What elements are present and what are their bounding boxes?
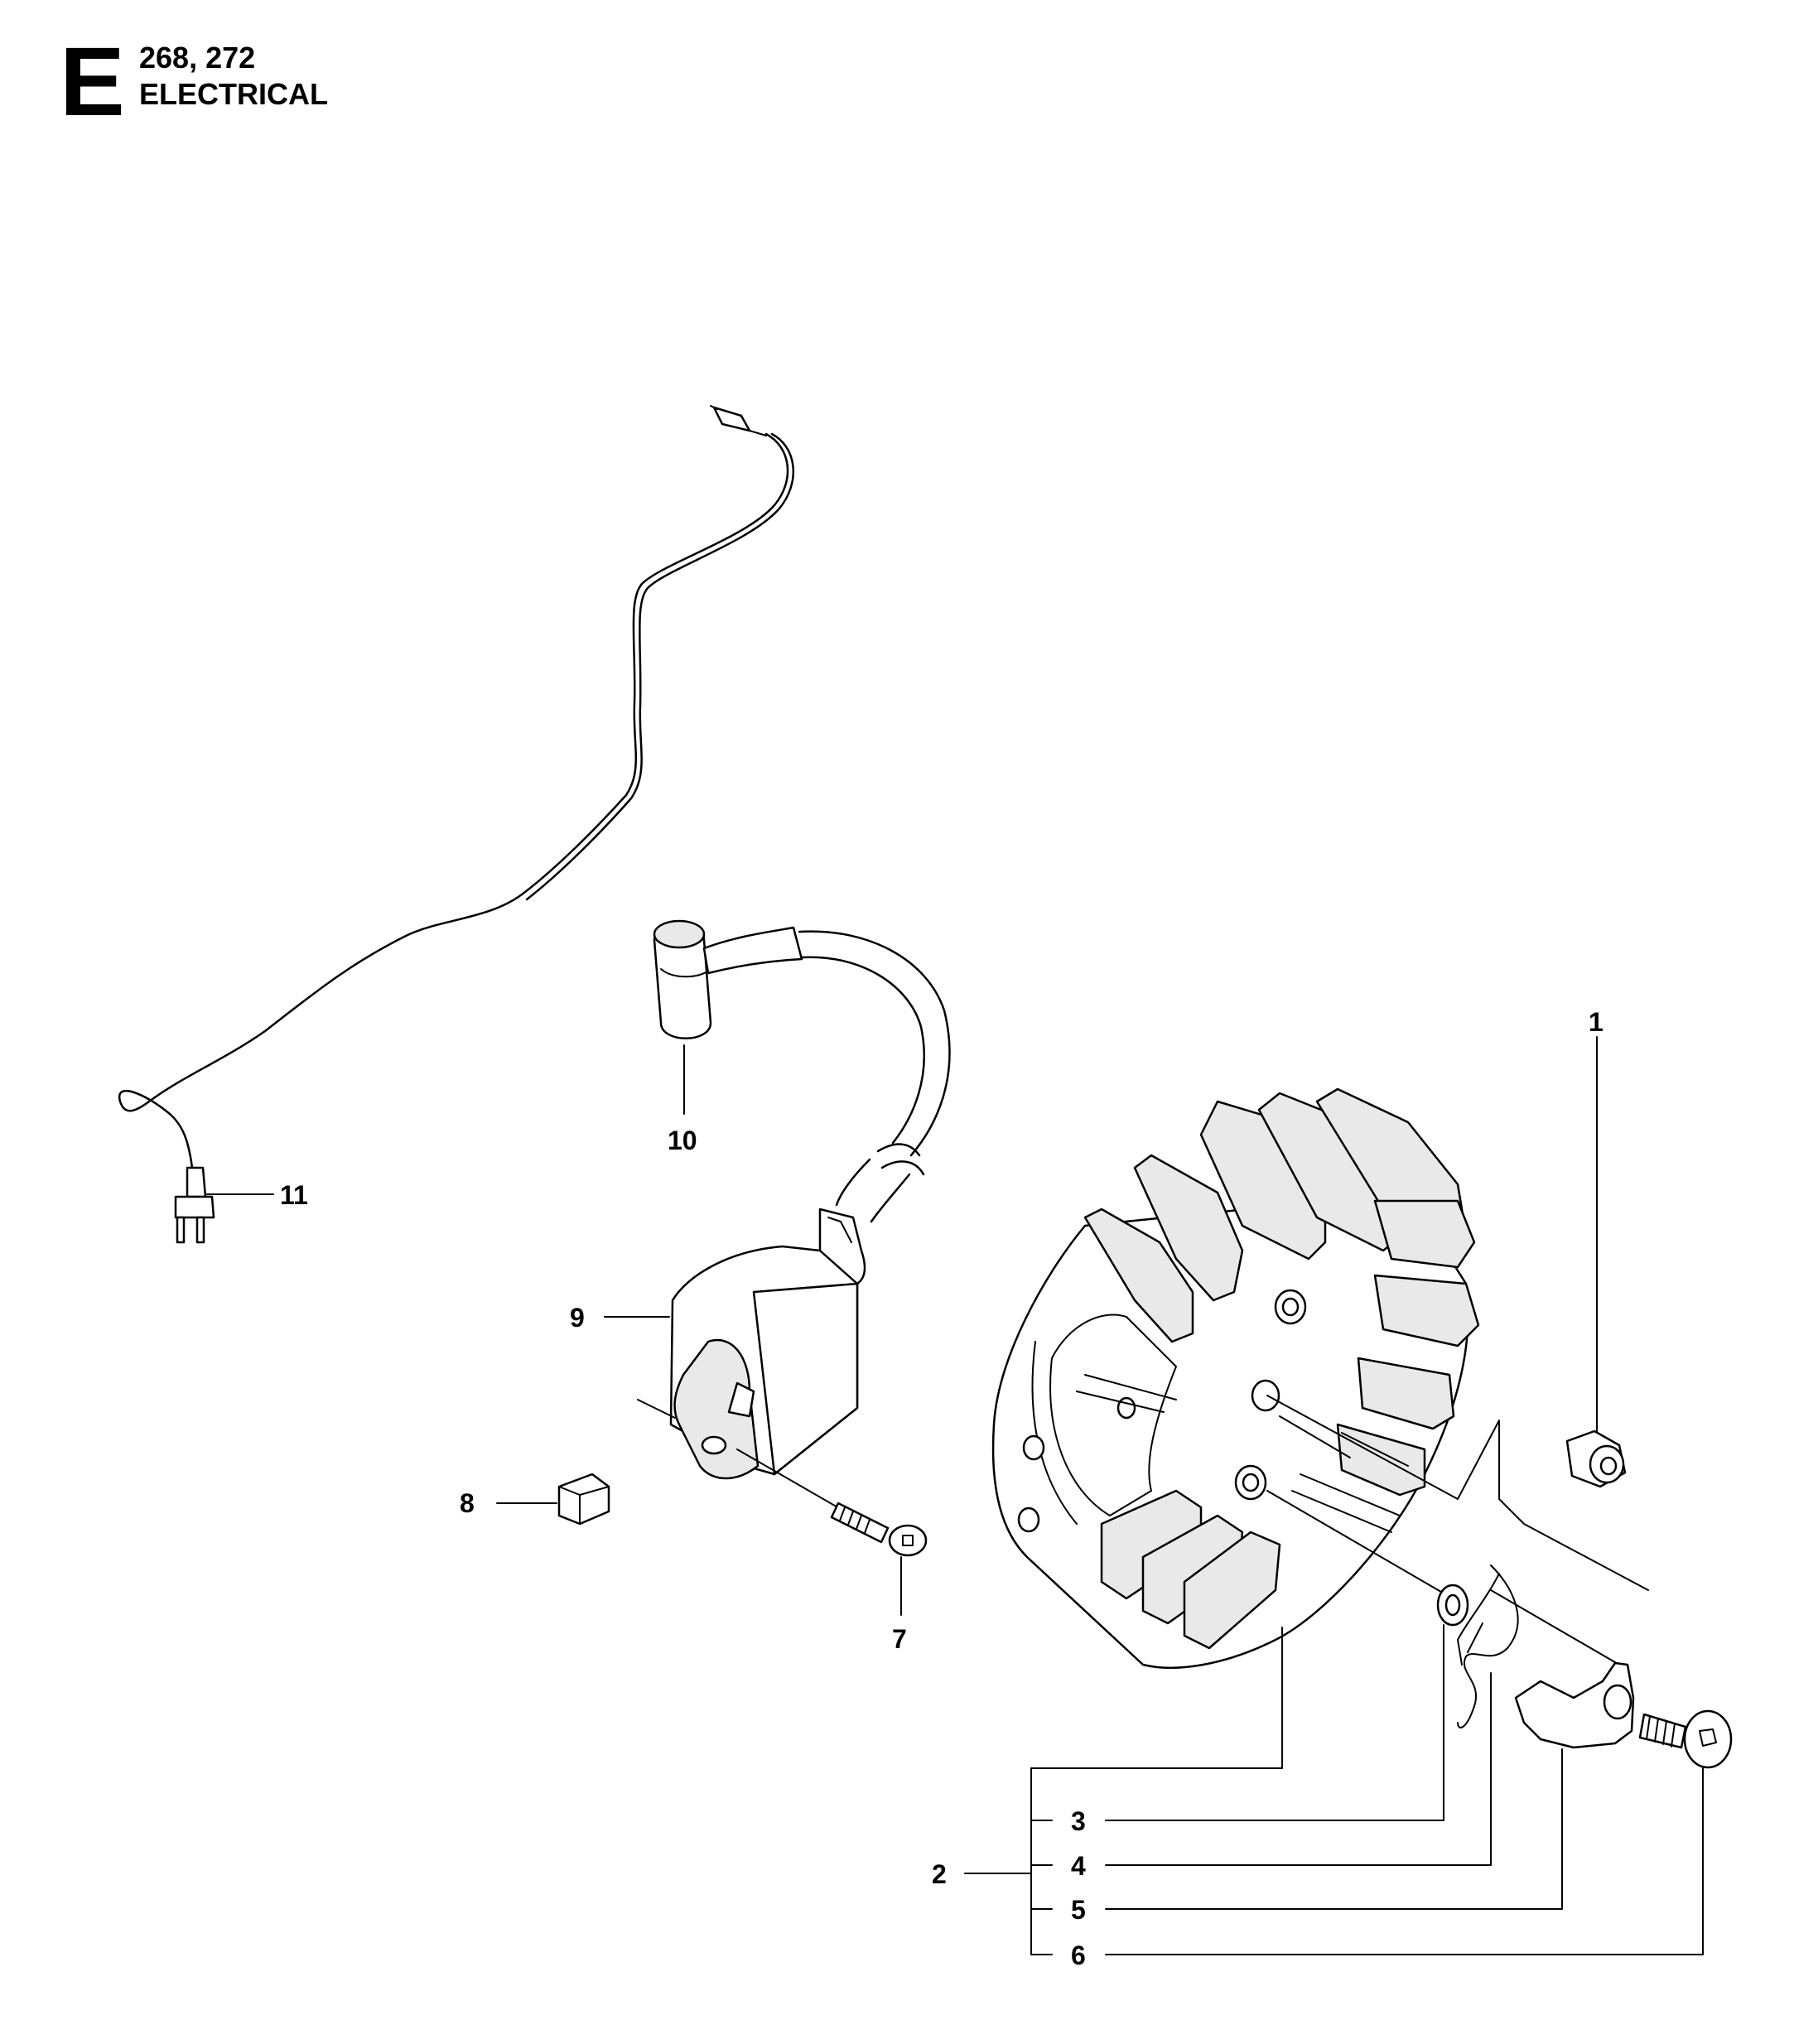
callout-11: 11 bbox=[280, 1180, 308, 1210]
part-10-spark-plug-cap[interactable] bbox=[653, 919, 951, 1223]
section-letter: E bbox=[60, 27, 125, 137]
part-6-bolt[interactable] bbox=[1105, 1709, 1733, 1955]
part-8-block[interactable] bbox=[496, 1473, 610, 1526]
callout-5: 5 bbox=[1071, 1895, 1086, 1925]
callout-3: 3 bbox=[1071, 1806, 1086, 1836]
callout-2: 2 bbox=[932, 1859, 947, 1889]
part-5-pawl[interactable] bbox=[1105, 1589, 1635, 1910]
callout-4: 4 bbox=[1071, 1851, 1086, 1881]
callout-8: 8 bbox=[460, 1488, 475, 1518]
part-7-screw[interactable] bbox=[736, 1449, 928, 1616]
part-9-ignition-module[interactable] bbox=[604, 1208, 866, 1480]
assembly-axis-line bbox=[1266, 1395, 1649, 1591]
part-11-short-circuit-cable[interactable] bbox=[118, 405, 795, 1244]
section-title: ELECTRICAL bbox=[139, 77, 328, 111]
callout-1: 1 bbox=[1589, 1007, 1604, 1037]
callout-10: 10 bbox=[668, 1126, 697, 1155]
model-numbers: 268, 272 bbox=[139, 41, 256, 75]
callout-9: 9 bbox=[570, 1303, 585, 1333]
part-1-nut[interactable] bbox=[1565, 1036, 1627, 1488]
callout-bracket bbox=[964, 1767, 1053, 1955]
part-4-spring[interactable] bbox=[1105, 1564, 1519, 1866]
part-3-washer[interactable] bbox=[1105, 1490, 1469, 1821]
callout-7: 7 bbox=[892, 1624, 907, 1654]
part-2-flywheel[interactable] bbox=[991, 1087, 1480, 1769]
callout-6: 6 bbox=[1071, 1940, 1086, 1970]
